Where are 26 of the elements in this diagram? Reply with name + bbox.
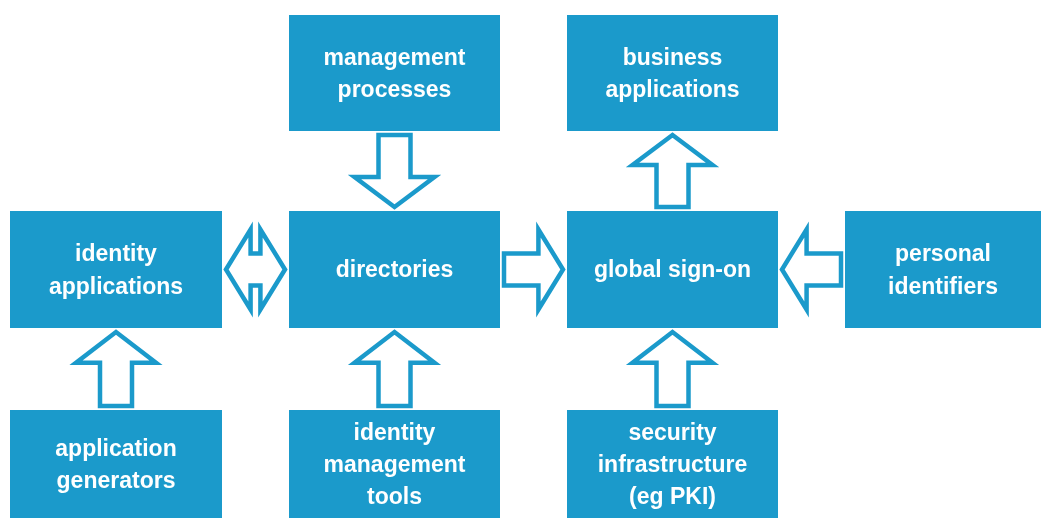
- process-box: [567, 410, 778, 518]
- box-label: management processes: [322, 42, 467, 104]
- box-label: global sign-on: [593, 255, 752, 285]
- block-arrow: [347, 329, 442, 409]
- process-box: [10, 410, 222, 518]
- block-arrow: [69, 329, 163, 409]
- process-box: [289, 15, 500, 131]
- process-box: [289, 211, 500, 328]
- box-label: application generators: [54, 433, 178, 495]
- process-box: [289, 410, 500, 518]
- process-box: [10, 211, 222, 328]
- box-label: directories: [335, 255, 454, 285]
- box-label: security infrastructure (eg PKI): [596, 417, 749, 512]
- block-arrow: [501, 221, 566, 318]
- block-arrow: [223, 221, 288, 318]
- process-box: [567, 15, 778, 131]
- block-arrow: [625, 329, 720, 409]
- box-label: personal identifiers: [887, 239, 999, 301]
- block-arrow: [625, 132, 720, 210]
- block-arrow: [779, 221, 844, 318]
- block-arrow: [347, 132, 442, 210]
- box-label: business applications: [604, 42, 741, 104]
- box-label: identity applications: [47, 239, 185, 301]
- box-label: identity management tools: [322, 417, 467, 512]
- process-box: [567, 211, 778, 328]
- process-box: [845, 211, 1041, 328]
